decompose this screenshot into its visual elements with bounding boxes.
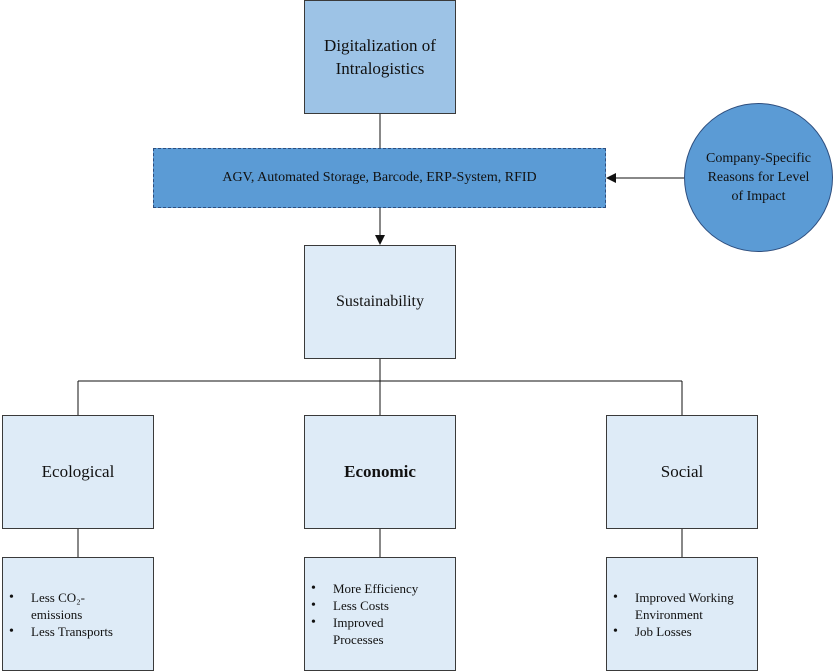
list-item: Less Costs (311, 597, 418, 614)
list-item: Less CO₂-emissions (9, 589, 113, 623)
reasons-line2: Reasons for Level (707, 170, 810, 185)
economic-box: Economic (304, 415, 456, 529)
digitalization-line1: Digitalization of (324, 36, 436, 55)
ecological-title: Ecological (41, 462, 115, 481)
technologies-box: AGV, Automated Storage, Barcode, ERP-Sys… (153, 148, 606, 208)
social-box: Social (606, 415, 758, 529)
digitalization-line2: Intralogistics (335, 59, 425, 78)
reasons-line1: Company-Specific (706, 151, 811, 166)
list-item: Job Losses (613, 623, 734, 640)
sustainability-box: Sustainability (304, 245, 456, 359)
list-item: More Efficiency (311, 580, 418, 597)
company-reasons-circle: Company-Specific Reasons for Level of Im… (684, 103, 833, 252)
reasons-line3: of Impact (731, 189, 786, 204)
list-item: Less Transports (9, 623, 113, 640)
ecological-list-box: Less CO₂-emissions Less Transports (2, 557, 154, 671)
economic-list: More Efficiency Less Costs ImprovedProce… (305, 580, 418, 648)
ecological-box: Ecological (2, 415, 154, 529)
sustainability-label: Sustainability (336, 293, 424, 310)
economic-list-box: More Efficiency Less Costs ImprovedProce… (304, 557, 456, 671)
social-title: Social (660, 462, 704, 481)
ecological-list: Less CO₂-emissions Less Transports (3, 589, 113, 640)
digitalization-box: Digitalization of Intralogistics (304, 0, 456, 114)
economic-title: Economic (344, 462, 416, 481)
technologies-label: AGV, Automated Storage, Barcode, ERP-Sys… (222, 170, 537, 185)
